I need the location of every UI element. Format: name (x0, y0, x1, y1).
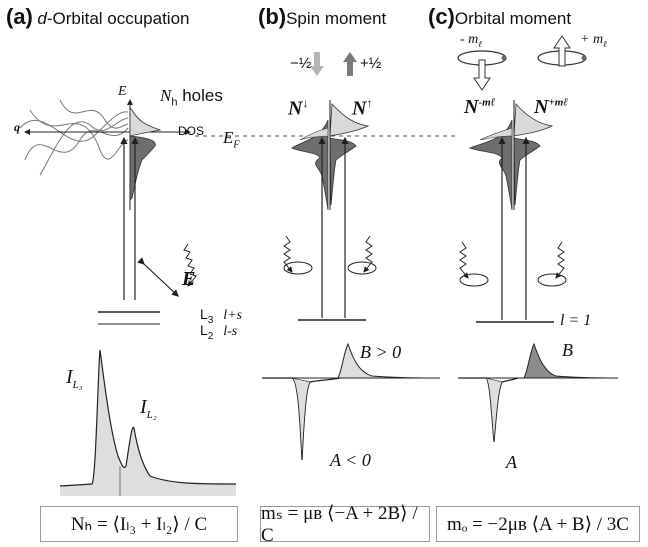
holes-n-subscript: h (171, 96, 178, 109)
orbital-plus-arrow (553, 35, 571, 67)
panel-b-title: (b)Spin moment (258, 4, 386, 30)
spin-down-arrow (310, 52, 324, 76)
l2-term: l-s (223, 324, 238, 339)
fermi-level-label: EF (223, 128, 240, 150)
peak-l3-symbol: I (66, 366, 73, 388)
n-plus-ml-superscript: +mℓ (548, 96, 568, 109)
panel-b-letter: (b) (258, 4, 287, 29)
peak-l2-label: IL₂ (140, 396, 157, 421)
panel-c-title-text: Orbital moment (454, 9, 572, 28)
fermi-subscript: F (233, 139, 240, 151)
holes-word: holes (182, 86, 223, 105)
peak-l3-subscript: L₃ (72, 379, 83, 391)
n-minus-ml-symbol: N (464, 96, 479, 118)
n-up-superscript: ↑ (366, 96, 373, 110)
n-plus-ml-label: N+mℓ (534, 96, 568, 119)
panel-a-efield-label: E (182, 268, 196, 290)
panel-a-title-prefix: d (37, 9, 47, 28)
panel-a-title: (a) d-Orbital occupation (6, 4, 190, 30)
spectrum-a (59, 349, 237, 496)
panel-a-dos-label: DOS (178, 124, 205, 138)
panel-b-b-label: B > 0 (360, 342, 402, 362)
l3-level-label: L3 l+s (200, 306, 242, 326)
panel-a-photon (183, 243, 197, 287)
l2-level-label: L2 l-s (200, 322, 237, 342)
ml-minus-label: - mℓ (460, 32, 482, 49)
panel-b-dos-up (329, 103, 370, 137)
orbital-minus-arrow (473, 59, 491, 91)
l2-symbol: L (200, 322, 208, 338)
panel-c-b-label: B (562, 340, 573, 360)
panel-a-dos-holes (129, 107, 162, 137)
panel-a-title-text: -Orbital occupation (46, 9, 190, 28)
panel-c-a-label: A (506, 452, 517, 472)
n-down-superscript: ↓ (302, 96, 309, 110)
ml-plus-subscript: ℓ (603, 38, 607, 49)
n-up-symbol: N (352, 97, 367, 120)
peak-l3-label: IL₃ (66, 366, 83, 391)
n-plus-ml-symbol: N (534, 96, 549, 118)
panel-a-holes-label: Nh holes (160, 86, 223, 108)
l-equals-one-label: l = 1 (560, 312, 592, 329)
n-down-symbol: N (288, 97, 303, 120)
panel-b-title-text: Spin moment (286, 9, 387, 28)
peak-l2-symbol: I (140, 396, 147, 418)
ml-minus-subscript: ℓ (478, 38, 483, 49)
panel-a-letter: (a) (6, 4, 33, 29)
panel-a-efield-arrow (137, 257, 179, 297)
formula-orbital-moment: mₒ = −2μʙ ⟨A + B⟩ / 3C (436, 506, 640, 542)
l2-subscript: 2 (207, 330, 214, 342)
fermi-symbol: E (223, 128, 234, 147)
l3-subscript: 3 (207, 314, 214, 326)
ml-plus-symbol: + m (580, 32, 604, 47)
panel-b-a-label: A < 0 (330, 450, 371, 470)
spectrum-b (262, 342, 441, 461)
spin-up-arrow (343, 52, 357, 76)
holes-n-symbol: N (160, 86, 172, 105)
panel-c-dos-right (513, 102, 554, 137)
n-up-label: N↑ (352, 96, 372, 121)
n-minus-ml-superscript: -mℓ (478, 96, 496, 109)
ml-minus-symbol: - m (460, 32, 479, 47)
ml-plus-label: + mℓ (580, 32, 607, 49)
n-down-label: N↓ (288, 96, 308, 121)
panel-a-band-curves (19, 99, 129, 176)
spin-minus-label: −½ (290, 55, 312, 72)
formula-holes: Nₕ = ⟨Iₗ₃ + Iₗ₂⟩ / C (40, 506, 238, 542)
panel-c-letter: (c) (428, 4, 455, 29)
formula-spin-moment: mₛ = μʙ ⟨−A + 2B⟩ / C (260, 503, 430, 546)
panel-c-title: (c)Orbital moment (428, 4, 571, 30)
n-minus-ml-label: N-mℓ (464, 96, 495, 119)
spin-plus-label: +½ (360, 55, 382, 72)
spectrum-c (458, 342, 619, 443)
panel-a-energy-label: E (118, 84, 127, 99)
peak-l2-subscript: L₂ (146, 409, 157, 421)
l3-symbol: L (200, 306, 208, 322)
panel-a-q-label: q (14, 120, 20, 134)
panel-a-dos-filled (129, 135, 156, 201)
l3-term: l+s (223, 308, 243, 323)
